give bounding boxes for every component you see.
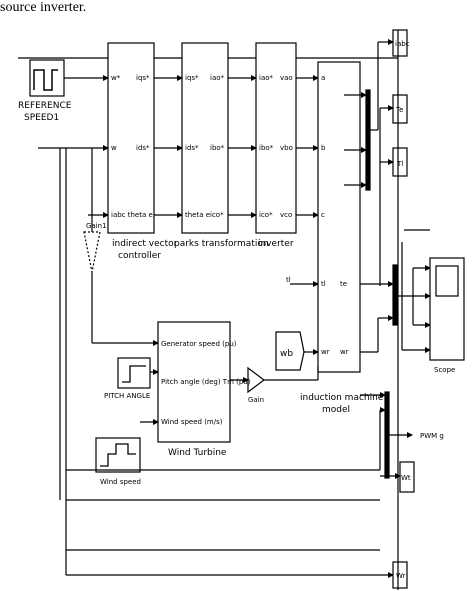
vc-port-out2: ids* [136,144,150,152]
vc-label-line1: indirect vector [112,239,178,249]
im-label-line1: induction machine [300,393,384,403]
vc-port-out1: iqs* [136,74,150,82]
inverter-label: inverter [258,239,294,249]
vc-port-in3: iabc theta e [111,211,153,219]
pt-port-in2: ids* [185,144,199,152]
wb-label: wb [280,349,293,359]
pt-port-out1: iao* [210,74,225,82]
wt-goto-label: Wt [401,474,411,482]
inverter-block[interactable] [255,42,297,234]
pt-port-out3: ico* [210,211,224,219]
im-port-wr-in: wr [321,348,330,356]
parks-label: parks transformation [174,239,269,249]
parks-transformation-block[interactable] [181,42,229,234]
reference-speed-label-2: SPEED1 [24,113,59,123]
wind-turbine-block[interactable] [157,321,231,443]
pitch-angle-label: PITCH ANGLE [104,392,150,400]
caption: source inverter. [0,0,87,15]
im-port-a: a [321,74,325,82]
mux-bar-scope [392,264,398,326]
induction-machine-block[interactable] [317,61,361,373]
pt-port-in1: iqs* [185,74,199,82]
im-port-te: te [340,280,347,288]
im-port-tl: tl [321,280,326,288]
inv-port-in3: ico* [259,211,273,219]
vc-port-in1: w* [111,74,121,82]
inv-port-out1: vao [280,74,293,82]
scope-label: Scope [434,366,455,374]
step-icon [33,69,58,91]
inv-port-out3: vco [280,211,292,219]
vc-port-in2: w [111,144,117,152]
wind-speed-label: Wind speed [100,478,141,486]
scope-screen [435,265,459,297]
pitch-angle-block[interactable] [117,357,151,389]
gain-label: Gain [248,396,264,404]
iabc-goto-label: iabc [395,40,410,48]
gain1-label: Gain1 [86,222,107,230]
inv-port-in2: ibo* [259,144,274,152]
im-port-c: c [321,211,325,219]
pwm-goto-label: PWM g [420,432,444,440]
inv-port-in1: iao* [259,74,274,82]
gain1-block[interactable] [83,231,101,273]
wt-port-in2: Pitch angle (deg) Tm (pu) [161,378,251,386]
pt-port-in3: theta e [185,211,210,219]
wind-turbine-label: Wind Turbine [168,448,227,458]
mux-bar-iabc [365,89,371,191]
te-goto-label: Te [395,106,403,114]
wt-port-in3: Wind speed (m/s) [161,418,223,426]
wr-goto-label: Wr [396,572,406,580]
wind-speed-block[interactable] [95,437,141,473]
wt-port-in1: Generator speed (pu) [161,340,237,348]
pt-port-out2: ibo* [210,144,225,152]
tl-goto-label: Tl [396,160,403,168]
indirect-vector-controller-block[interactable] [107,42,155,234]
vc-label-line2: controller [118,251,161,261]
im-port-wr: wr [340,348,349,356]
mux-bar-pwm [384,391,390,479]
iabc-goto-block[interactable] [392,29,408,57]
im-port-b: b [321,144,326,152]
wb-constant-block[interactable] [275,331,305,371]
reference-speed-label-1: REFERENCE [18,101,72,111]
tl-source-label: tl [286,276,291,284]
inv-port-out2: vbo [280,144,293,152]
im-label-line2: model [322,405,350,415]
wr-goto-block[interactable] [392,561,408,589]
